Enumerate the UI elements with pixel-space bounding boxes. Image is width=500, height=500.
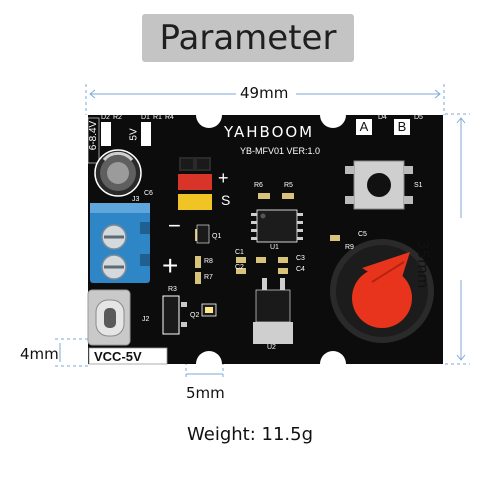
model-label: YB-MFV01 VER:1.0 bbox=[240, 146, 321, 156]
designator-r9: R9 bbox=[345, 244, 354, 251]
designator-r6: R6 bbox=[254, 182, 263, 189]
brand-logo: YAHBOOM bbox=[224, 123, 315, 141]
tactile-switch bbox=[345, 160, 413, 210]
designator-c4: C4 bbox=[296, 266, 305, 273]
designator-c1: C1 bbox=[235, 249, 244, 256]
plus-sign-bottom: + bbox=[162, 250, 179, 281]
width-dimension-label: 49mm bbox=[240, 84, 289, 102]
port-b-label: B bbox=[394, 119, 410, 135]
potentiometer-knob bbox=[330, 239, 434, 343]
signal-label: S bbox=[221, 192, 231, 208]
designator-u1: U1 bbox=[270, 244, 279, 251]
designator-c5: C5 bbox=[358, 231, 367, 238]
designator-c6: C6 bbox=[144, 190, 153, 197]
designator-d4: D4 bbox=[378, 114, 387, 121]
screw-terminal bbox=[90, 203, 150, 283]
transistor-q2 bbox=[162, 295, 187, 335]
voltage-regulator bbox=[253, 278, 293, 344]
designator-c2: C2 bbox=[235, 264, 244, 271]
designator-r5: R5 bbox=[284, 182, 293, 189]
designator-r4: R4 bbox=[165, 114, 174, 121]
bottom-hole-dimension-label: 5mm bbox=[186, 384, 225, 402]
height-dimension-label: 35mm bbox=[414, 240, 432, 289]
weight-label: Weight: 11.5g bbox=[187, 424, 313, 445]
port-a-label: A bbox=[356, 119, 372, 135]
designator-r3: R3 bbox=[168, 286, 177, 293]
designator-q1: Q1 bbox=[212, 233, 222, 240]
designator-r8: R8 bbox=[204, 258, 213, 265]
title-banner: Parameter bbox=[142, 14, 354, 62]
ic-chip bbox=[251, 209, 303, 243]
transistor-q1 bbox=[196, 224, 210, 244]
designator-j2: J2 bbox=[142, 316, 150, 323]
pin-headers bbox=[178, 157, 212, 210]
designator-q2: Q2 bbox=[190, 312, 200, 319]
designator-c3: C3 bbox=[296, 255, 305, 262]
designator-r7: R7 bbox=[204, 274, 213, 281]
designator-r2: R2 bbox=[113, 114, 122, 121]
power-label: 5V bbox=[128, 128, 140, 141]
designator-r1: R1 bbox=[153, 114, 162, 121]
plus-sign-top: + bbox=[218, 168, 229, 188]
designator-d2: D2 bbox=[101, 114, 110, 121]
page-title: Parameter bbox=[159, 18, 337, 58]
designator-u2: U2 bbox=[267, 344, 276, 351]
designator-j3: J3 bbox=[132, 196, 140, 203]
minus-sign: − bbox=[168, 213, 181, 238]
smd-components bbox=[195, 193, 340, 284]
electrolytic-capacitor bbox=[94, 149, 142, 197]
designator-d5: D5 bbox=[414, 114, 423, 121]
side-hole-dimension-label: 4mm bbox=[20, 345, 59, 363]
usb-c-connector bbox=[87, 289, 131, 346]
designator-d1: D1 bbox=[141, 114, 150, 121]
dimension-lines bbox=[55, 84, 470, 380]
designator-s1: S1 bbox=[414, 182, 423, 189]
vcc-label: VCC-5V bbox=[94, 349, 142, 364]
voltage-in-label: 6-8.4V bbox=[88, 120, 100, 151]
